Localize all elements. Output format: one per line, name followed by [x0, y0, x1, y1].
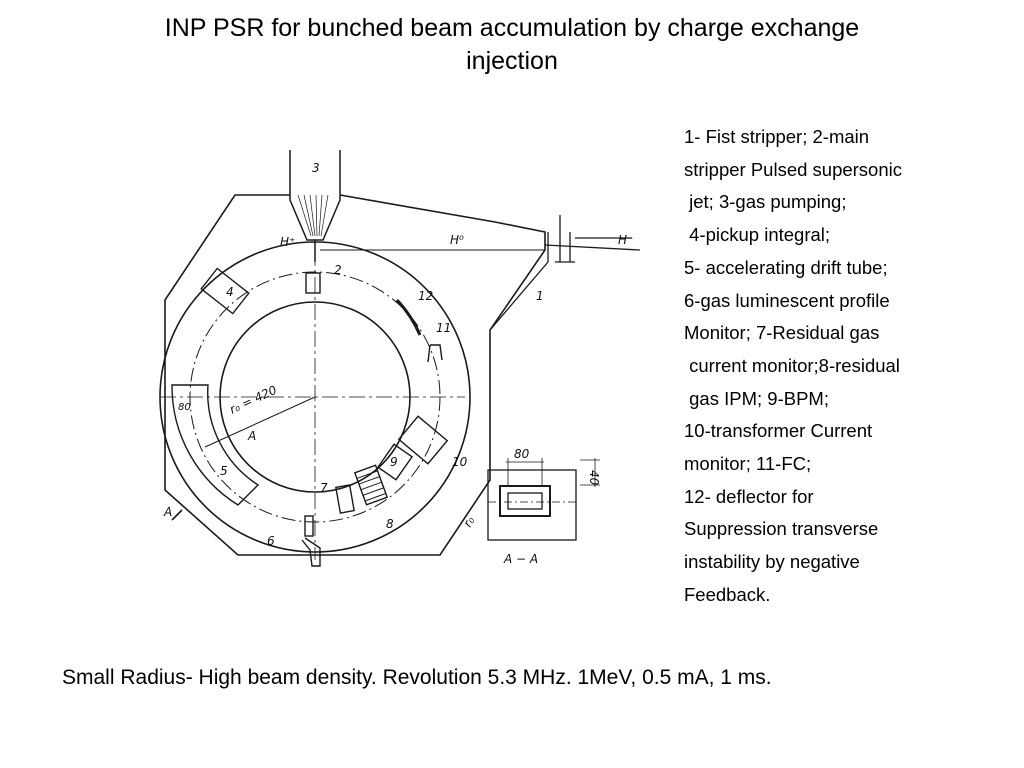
- gas-pumping-tube: [289, 150, 341, 262]
- label-11: 11: [436, 321, 451, 335]
- drift-tube: [171, 384, 260, 506]
- legend-line: 4-pickup integral;: [684, 224, 831, 246]
- label-dim-80-drift: 80: [178, 402, 191, 413]
- label-6: 6: [267, 534, 275, 548]
- legend-line: Monitor; 7-Residual gas: [684, 322, 880, 344]
- label-h-minus: H⁻: [618, 233, 633, 247]
- transformer-box: [397, 415, 449, 465]
- bpm-box: [376, 443, 414, 481]
- profile-monitor: [301, 515, 321, 567]
- section-mark-left: [171, 509, 183, 521]
- label-1: 1: [536, 289, 544, 303]
- label-9: 9: [390, 455, 398, 469]
- label-h-plus: H⁺: [280, 235, 295, 249]
- radius-line: [204, 396, 316, 448]
- legend-line: jet; 3-gas pumping;: [684, 191, 847, 213]
- legend-line: instability by negative: [684, 551, 860, 573]
- label-section-a-left: A: [163, 505, 172, 519]
- faraday-cup: [427, 344, 443, 363]
- pickup-box: [200, 267, 250, 315]
- cross-section-detail: [487, 458, 600, 541]
- label-dim-40: 40: [587, 470, 601, 486]
- housing-outline: [164, 194, 546, 556]
- label-4: 4: [226, 285, 234, 299]
- label-radius: r₀ = 420: [227, 383, 279, 417]
- legend-line: stripper Pulsed supersonic: [684, 158, 902, 180]
- label-7: 7: [320, 481, 328, 495]
- legend-line: monitor; 11-FC;: [684, 453, 812, 475]
- label-h-zero: H⁰: [450, 233, 464, 247]
- ring-diagram: 1 2 3 4 5 6 7 8 9 10 11 12 H⁺ H⁰ H⁻ r₀ =…: [159, 150, 641, 567]
- legend-line: 6-gas luminescent profile: [684, 289, 890, 311]
- legend-line: 1- Fist stripper; 2-main: [684, 126, 870, 147]
- deflector-arc: [395, 298, 422, 336]
- label-section-a-a: A − A: [503, 552, 538, 566]
- injection-line: [320, 215, 641, 331]
- legend-line: 5- accelerating drift tube;: [684, 256, 888, 278]
- label-section-a: A: [247, 429, 256, 443]
- label-8: 8: [386, 517, 394, 531]
- title-line-1: INP PSR for bunched beam accumulation by…: [164, 14, 860, 42]
- legend-line: Suppression transverse: [684, 518, 879, 540]
- legend-line: gas IPM; 9-BPM;: [684, 387, 829, 409]
- current-monitor-box: [335, 484, 355, 514]
- label-12: 12: [418, 289, 433, 303]
- legend-line: Feedback.: [684, 583, 771, 605]
- footer-summary: Small Radius- High beam density. Revolut…: [62, 666, 772, 689]
- label-r0: r₀: [460, 514, 477, 530]
- title-line-2: injection: [466, 47, 558, 75]
- component-legend: 1- Fist stripper; 2-main stripper Pulsed…: [684, 121, 1004, 612]
- legend-line: 12- deflector for: [684, 485, 814, 507]
- ipm-block: [353, 464, 389, 506]
- legend-line: current monitor;8-residual: [684, 354, 900, 376]
- label-3: 3: [312, 161, 320, 175]
- label-10: 10: [452, 455, 468, 469]
- stripper-box: [305, 272, 321, 294]
- legend-line: 10-transformer Current: [684, 420, 873, 442]
- slide-title: INP PSR for bunched beam accumulation by…: [80, 12, 944, 78]
- label-5: 5: [220, 464, 228, 478]
- label-dim-80: 80: [514, 447, 530, 461]
- label-2: 2: [334, 263, 342, 277]
